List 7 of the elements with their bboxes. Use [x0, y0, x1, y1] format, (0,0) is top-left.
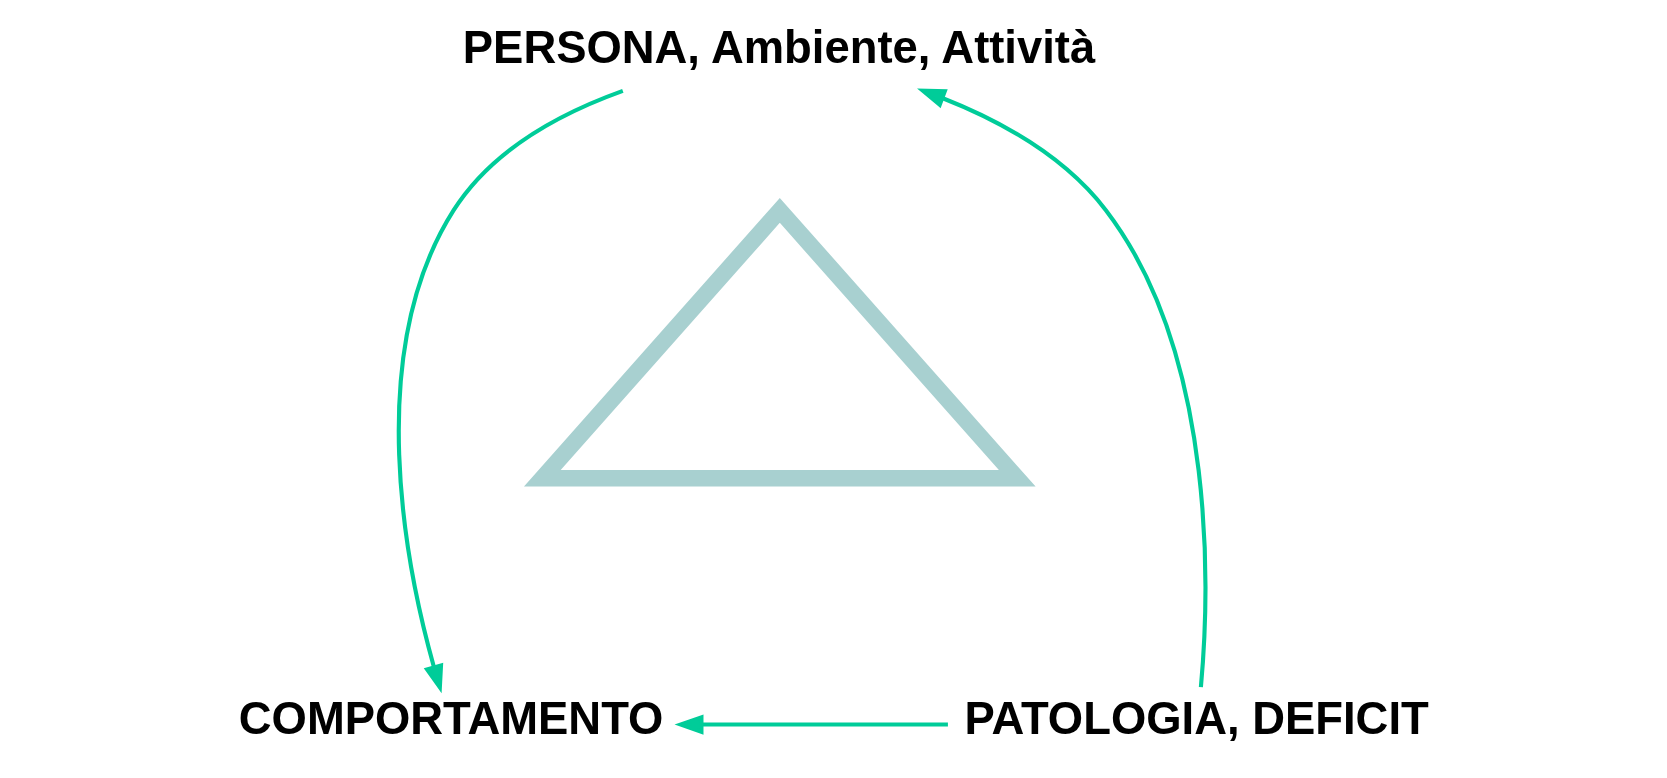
node-text: PATOLOGIA, DEFICIT: [964, 693, 1429, 745]
node-text: COMPORTAMENTO: [238, 693, 663, 745]
arrow: [916, 88, 1207, 688]
node-text: PERSONA, Ambiente, Attività: [462, 21, 1095, 73]
arrow: [674, 714, 948, 735]
node-triangle: [523, 197, 1036, 487]
arrow: [396, 88, 624, 694]
